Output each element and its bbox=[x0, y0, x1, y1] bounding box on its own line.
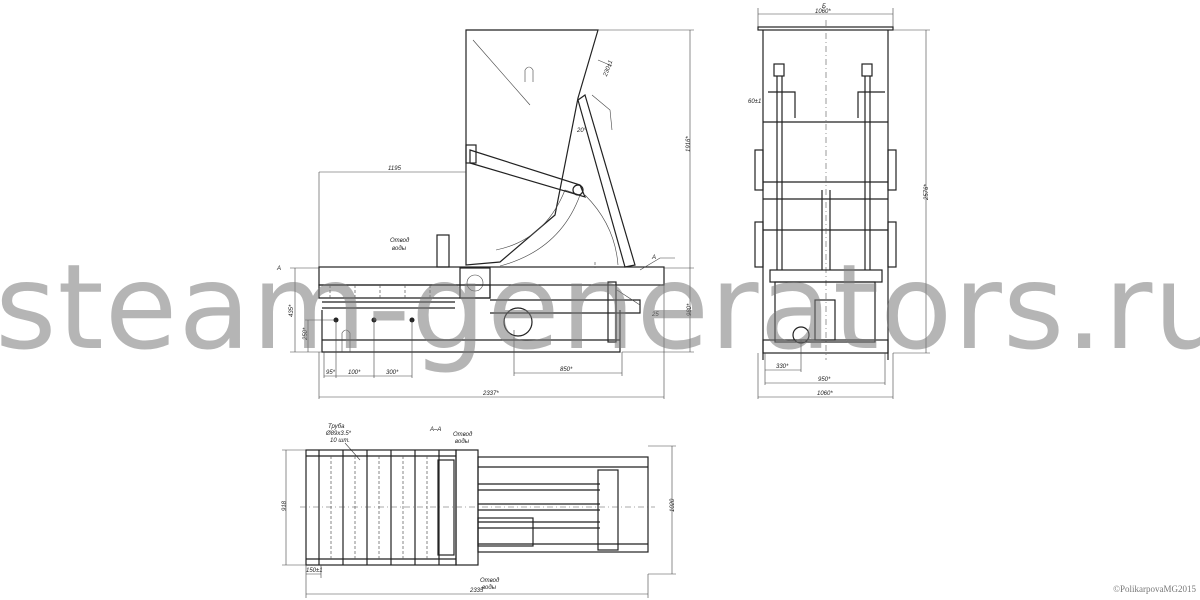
watermark: steam-generators.ru bbox=[0, 238, 1200, 376]
pipe-bank bbox=[305, 449, 457, 566]
note-outlet-2: воды bbox=[392, 246, 407, 252]
dim-1195: 1195 bbox=[388, 166, 402, 172]
dim-95: 95* bbox=[326, 370, 336, 376]
pipe-label-1: Труба bbox=[328, 424, 345, 430]
section-mark-a: A bbox=[276, 266, 281, 272]
dim-330: 330* bbox=[776, 364, 789, 370]
dim-1916: 1916* bbox=[686, 136, 692, 152]
outlet-top-1: Отвод bbox=[453, 432, 473, 438]
note-outlet-1: Отвод bbox=[390, 238, 410, 244]
outlet-bottom-2: воды bbox=[482, 585, 497, 591]
outlet-top-2: воды bbox=[455, 439, 470, 445]
pump bbox=[503, 307, 533, 337]
dim-100: 100* bbox=[348, 370, 361, 376]
dim-1020: 1020 bbox=[670, 498, 676, 512]
section-mark-a2: A bbox=[651, 255, 656, 261]
dim-980: 980* bbox=[687, 303, 693, 316]
dim-2576: 2576* bbox=[924, 184, 930, 201]
dim-25: 25 bbox=[651, 312, 659, 318]
hydraulic-cylinder bbox=[469, 149, 587, 198]
copyright: ©PolikarpovaMG2015 bbox=[1113, 584, 1196, 594]
mark-b: Б bbox=[822, 4, 826, 10]
plan-view: A–A Труба Ø89х3.5* 10 шт. Отвод воды Отв… bbox=[282, 424, 676, 598]
dim-918: 918 bbox=[282, 500, 288, 511]
hopper bbox=[465, 29, 599, 266]
dim-1060-bottom: 1060* bbox=[817, 391, 833, 397]
dim-60: 60±1 bbox=[748, 99, 761, 105]
dim-1060-top: 1060* bbox=[815, 9, 831, 15]
outlet-bottom-1: Отвод bbox=[480, 578, 500, 584]
section-label: A–A bbox=[429, 427, 441, 433]
dim-300: 300* bbox=[386, 370, 399, 376]
pipe-label-2: Ø89х3.5* bbox=[325, 431, 352, 437]
side-view: 230±1 20° 1195 Отвод воды 25 A A 95* 100… bbox=[276, 29, 694, 399]
dim-angle: 20° bbox=[576, 128, 587, 134]
dim-850: 850* bbox=[560, 367, 573, 373]
pipe-label-3: 10 шт. bbox=[330, 438, 350, 444]
front-view: Б 1060* 60±1 330* 950* 1060* 2576* bbox=[748, 4, 930, 399]
dim-230: 230±1 bbox=[603, 60, 615, 79]
dim-2337: 2337* bbox=[482, 391, 499, 397]
dim-250: 250* bbox=[303, 327, 309, 341]
dim-435: 435* bbox=[289, 304, 295, 317]
upper-frame bbox=[318, 266, 665, 286]
dim-150: 150±1 bbox=[306, 568, 323, 574]
dim-2335: 2335 bbox=[469, 588, 484, 594]
dim-950: 950* bbox=[818, 377, 831, 383]
